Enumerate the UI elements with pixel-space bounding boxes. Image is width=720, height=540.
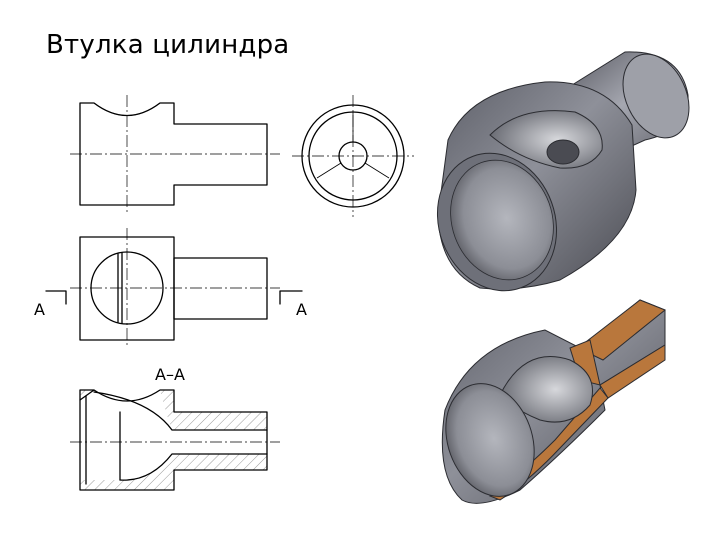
section-view: A–A <box>70 365 280 491</box>
section-title: A–A <box>155 365 185 384</box>
side-view <box>292 95 414 217</box>
section-mark-right: A <box>296 300 307 319</box>
isometric-view <box>436 51 690 292</box>
front-view <box>70 95 280 215</box>
top-view: A A <box>34 228 307 348</box>
section-mark-left: A <box>34 300 45 319</box>
slide-title: Втулка цилиндра <box>46 30 290 60</box>
isometric-section-view <box>441 299 666 504</box>
